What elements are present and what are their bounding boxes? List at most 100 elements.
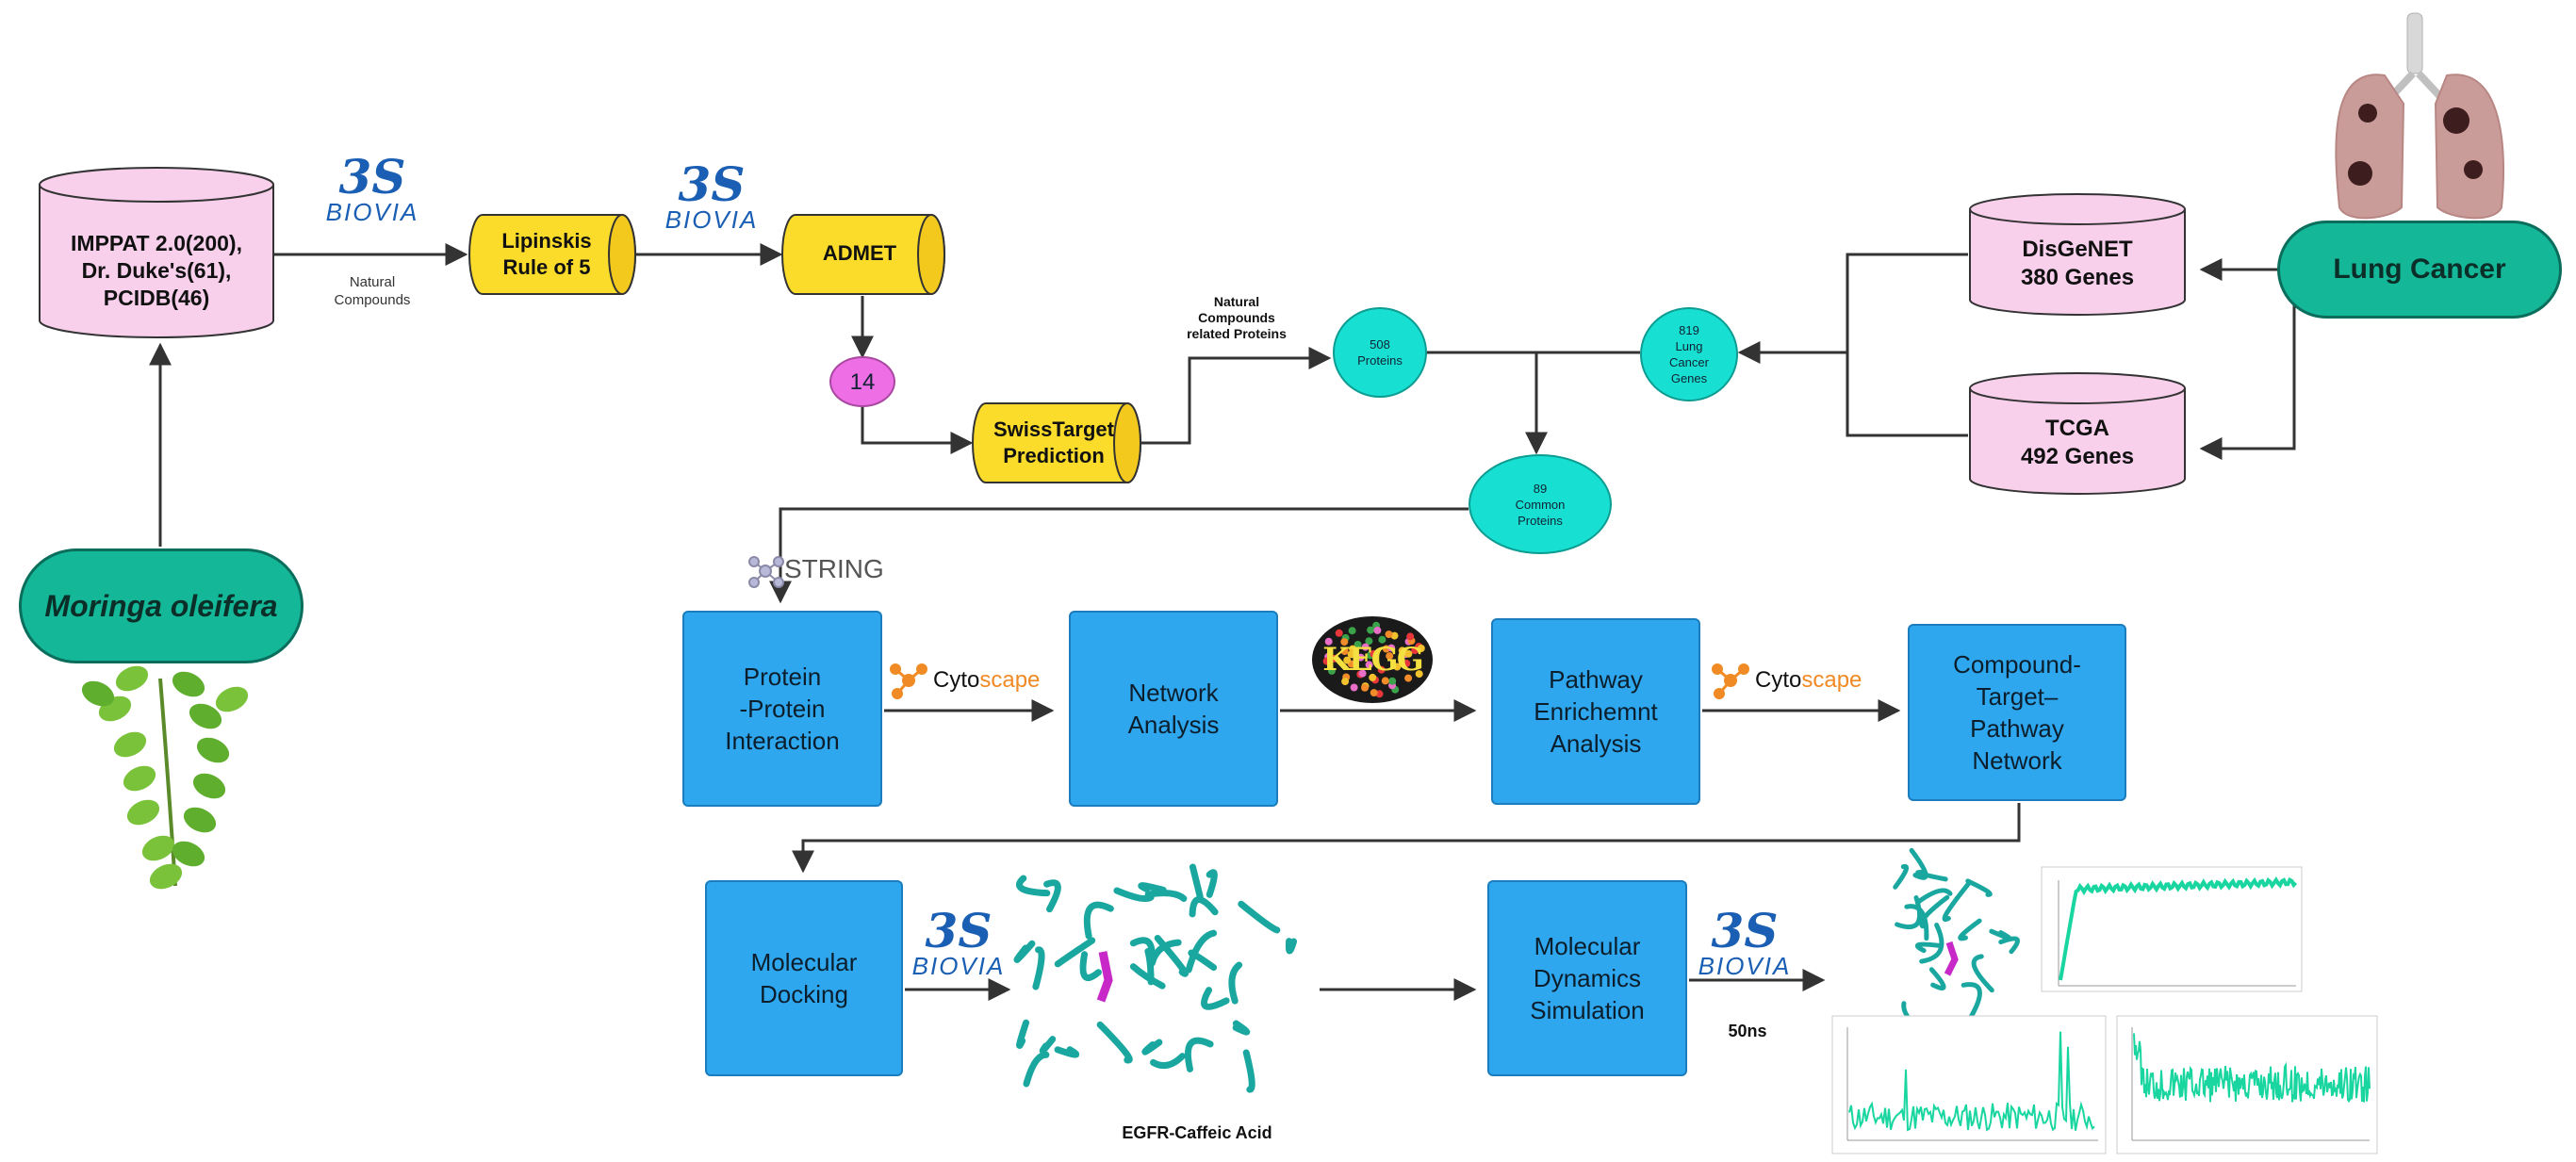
kegg-logo bbox=[1312, 616, 1433, 703]
kegg-dot bbox=[1343, 656, 1352, 664]
kegg-dot bbox=[1349, 645, 1357, 653]
ppi-step-label: Protein -Protein Interaction bbox=[725, 663, 840, 755]
lung-cancer-node: Lung Cancer bbox=[2277, 221, 2562, 319]
arrow-lung-to-tcga bbox=[2199, 300, 2296, 460]
proteins-508-label: 508 Proteins bbox=[1357, 337, 1403, 368]
biovia-ds-mark: 3S bbox=[338, 149, 406, 205]
swisstarget-cylinder bbox=[972, 402, 1141, 483]
leaf bbox=[172, 841, 205, 867]
kegg-dot bbox=[1393, 663, 1402, 671]
string-label: STRING bbox=[784, 554, 884, 583]
protein-ribbon bbox=[1150, 1053, 1186, 1070]
protein-ribbon bbox=[1189, 896, 1219, 918]
kegg-dot bbox=[1377, 665, 1386, 674]
natural-compounds-label: Natural Compounds bbox=[334, 274, 411, 308]
kegg-dot bbox=[1417, 645, 1425, 652]
protein-ribbon bbox=[1083, 901, 1114, 940]
common-proteins-89-label: 89 Common Proteins bbox=[1515, 481, 1566, 528]
cytoscape-icon bbox=[890, 663, 927, 699]
biovia-logo-4: 3S BIOVIA bbox=[1693, 903, 1797, 979]
biovia-logo-2: 3S BIOVIA bbox=[660, 161, 763, 234]
kegg-dot bbox=[1324, 637, 1333, 646]
lung-genes-819-label: 819 Lung Cancer Genes bbox=[1669, 323, 1709, 385]
protein-ribbon bbox=[1032, 946, 1045, 990]
cytoscape-logo-1: Cytoscape bbox=[886, 660, 1040, 701]
protein-ribbon bbox=[1079, 951, 1102, 981]
database-label: IMPPAT 2.0(200), Dr. Duke's(61), PCIDB(4… bbox=[71, 231, 242, 310]
kegg-dot bbox=[1348, 627, 1356, 635]
protein-ribbon bbox=[1919, 922, 1944, 964]
moringa-oleifera-node: Moringa oleifera bbox=[19, 548, 304, 663]
protein-ribbon bbox=[1129, 963, 1166, 990]
leaf bbox=[123, 765, 156, 792]
protein-ribbon bbox=[1914, 941, 1944, 954]
lungs-illustration bbox=[2335, 12, 2505, 220]
kegg-dot bbox=[1388, 677, 1397, 685]
biovia-ds-mark: 3S bbox=[925, 903, 993, 958]
kegg-dot bbox=[1322, 657, 1331, 665]
protein-ribbon bbox=[1188, 949, 1218, 972]
disgenet-cylinder bbox=[1969, 193, 2186, 316]
kegg-dot bbox=[1330, 654, 1338, 663]
kegg-dot bbox=[1381, 677, 1389, 685]
protein-ribbon bbox=[1013, 940, 1036, 963]
protein-ribbon bbox=[1201, 987, 1230, 1010]
protein-ribbon bbox=[1016, 875, 1051, 897]
kegg-dot bbox=[1370, 689, 1378, 697]
kegg-dot bbox=[1361, 683, 1369, 692]
protein-ribbon bbox=[1016, 1019, 1030, 1049]
protein-ribbon bbox=[1965, 878, 1993, 897]
biovia-wordmark: BIOVIA bbox=[665, 205, 759, 234]
docking-caption: EGFR-Caffeic Acid bbox=[1122, 1123, 1272, 1142]
cytoscape-suffix: scape bbox=[979, 667, 1041, 693]
compound-count-node: 14 bbox=[829, 356, 895, 407]
protein-ribbon bbox=[1915, 869, 1948, 882]
kegg-dot bbox=[1385, 630, 1393, 639]
biovia-ds-mark: 3S bbox=[1711, 903, 1779, 958]
leaf bbox=[172, 671, 205, 697]
network-analysis-step: Network Analysis bbox=[1069, 611, 1278, 807]
compound-target-pathway-step: Compound- Target– Pathway Network bbox=[1908, 624, 2126, 801]
arrow-swisstarget-to-proteins bbox=[1140, 347, 1332, 445]
database-cylinder bbox=[39, 167, 274, 338]
kegg-dot bbox=[1354, 641, 1362, 648]
leaf bbox=[81, 680, 115, 707]
molecular-dynamics-step: Molecular Dynamics Simulation bbox=[1487, 880, 1687, 1076]
moringa-oleifera-label: Moringa oleifera bbox=[44, 588, 278, 623]
admet-label: ADMET bbox=[822, 241, 897, 265]
ppi-step: Protein -Protein Interaction bbox=[682, 611, 882, 807]
protein-ribbon bbox=[1914, 888, 1953, 906]
md-duration-label: 50ns bbox=[1728, 1022, 1767, 1040]
protein-ribbon bbox=[1184, 1037, 1214, 1072]
protein-ribbon bbox=[1138, 882, 1167, 893]
tcga-label: TCGA 492 Genes bbox=[2020, 416, 2135, 469]
protein-ribbon bbox=[1989, 928, 2012, 941]
admet-cylinder bbox=[781, 214, 945, 295]
kegg-logo-text: KEGG bbox=[1322, 641, 1424, 679]
protein-ribbon bbox=[1113, 887, 1155, 903]
kegg-dot bbox=[1335, 629, 1343, 637]
protein-ribbon bbox=[1895, 894, 1923, 930]
protein-ribbon bbox=[1144, 890, 1188, 902]
leaf bbox=[192, 773, 226, 799]
protein-ribbon bbox=[1039, 1036, 1057, 1055]
cytoscape-prefix: Cyto bbox=[1755, 667, 1802, 693]
leaf bbox=[115, 665, 149, 692]
molecular-dynamics-label: Molecular Dynamics Simulation bbox=[1530, 932, 1645, 1024]
protein-ribbon bbox=[1096, 1021, 1133, 1064]
protein-ribbon bbox=[1043, 879, 1061, 913]
kegg-dot bbox=[1340, 647, 1349, 656]
cytoscape-prefix: Cyto bbox=[933, 667, 980, 693]
cytoscape-wordmark: Cytoscape bbox=[933, 667, 1040, 694]
protein-ribbon bbox=[1998, 936, 2020, 955]
protein-ribbon bbox=[1942, 880, 1972, 923]
arrow-common-to-ppi bbox=[769, 507, 1468, 604]
kegg-dot bbox=[1406, 632, 1415, 641]
kegg-dot bbox=[1378, 635, 1386, 644]
kegg-dot bbox=[1386, 652, 1394, 661]
kegg-dot bbox=[1387, 644, 1396, 652]
leaf bbox=[183, 807, 217, 833]
pathway-enrichment-label: Pathway Enrichemnt Analysis bbox=[1534, 665, 1658, 758]
biovia-logo-1: 3S BIOVIA bbox=[320, 149, 424, 225]
